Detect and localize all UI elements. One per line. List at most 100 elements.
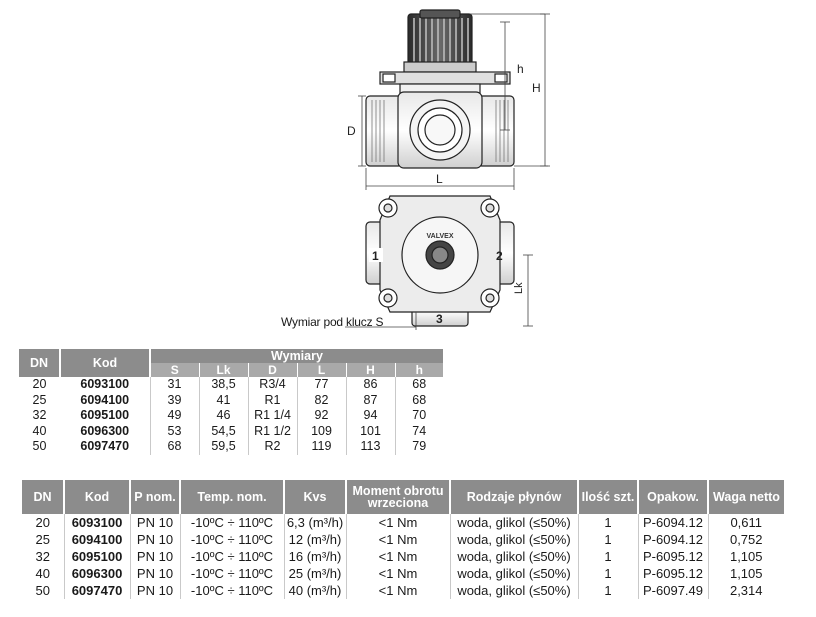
table-row: 50 6097470 68 59,5 R2 119 113 79	[19, 439, 443, 455]
dim-label-Lk: Lk	[513, 282, 525, 294]
cell-kvs: 40 (m³/h)	[283, 582, 346, 599]
cell-H: 101	[345, 423, 395, 439]
cell-fluids: woda, glikol (≤50%)	[449, 565, 578, 582]
dim-label-L: L	[436, 172, 443, 186]
cell-d: R1 1/4	[247, 408, 297, 424]
cell-kod: 6097470	[63, 582, 130, 599]
dim-label-h: h	[517, 62, 524, 76]
port-label-3: 3	[436, 312, 443, 326]
cell-qty: 1	[577, 548, 638, 565]
table-row: 20 6093100 PN 10 -10ºC ÷ 110ºC 6,3 (m³/h…	[22, 514, 784, 531]
cell-pnom: PN 10	[129, 514, 180, 531]
cell-moment: <1 Nm	[345, 565, 450, 582]
cell-l: 77	[296, 377, 346, 393]
cell-weight: 0,752	[707, 531, 784, 548]
table-header-row: DN Kod P nom. Temp. nom. Kvs Moment obro…	[22, 480, 784, 514]
col-pack: Opakow.	[637, 480, 708, 514]
cell-d: R3/4	[247, 377, 297, 393]
valve-technical-drawing: h H D L VALVEX 1 2 3 Lk	[345, 9, 550, 330]
cell-l: 92	[296, 408, 346, 424]
cell-pack: P-6094.12	[637, 514, 708, 531]
cell-kod: 6096300	[80, 423, 130, 438]
cell-h: 68	[394, 377, 443, 393]
col-kod: Kod	[59, 349, 150, 377]
col-moment: Moment obrotu wrzeciona	[345, 480, 450, 514]
cell-pnom: PN 10	[129, 565, 180, 582]
cell-weight: 0,611	[707, 514, 784, 531]
cell-weight: 1,105	[707, 548, 784, 565]
table-header-row: DN Kod Wymiary	[19, 349, 443, 377]
col-H: H	[345, 363, 395, 377]
cell-temp: -10ºC ÷ 110ºC	[179, 548, 284, 565]
cell-qty: 1	[577, 565, 638, 582]
col-weight: Waga netto	[707, 480, 784, 514]
cell-qty: 1	[577, 514, 638, 531]
cell-lk: 46	[198, 408, 248, 424]
cell-dn: 25	[35, 531, 50, 547]
cell-temp: -10ºC ÷ 110ºC	[179, 514, 284, 531]
cell-h: 70	[394, 408, 443, 424]
cell-kod: 6095100	[63, 548, 130, 565]
table-row: 25 6094100 PN 10 -10ºC ÷ 110ºC 12 (m³/h)…	[22, 531, 784, 548]
table-row: 25 6094100 39 41 R1 82 87 68	[19, 392, 443, 408]
cell-pnom: PN 10	[129, 582, 180, 599]
front-dimensions	[358, 13, 550, 190]
cell-lk: 59,5	[198, 439, 248, 455]
cell-d: R1 1/2	[247, 423, 297, 439]
cell-qty: 1	[577, 531, 638, 548]
col-fluids: Rodzaje płynów	[449, 480, 578, 514]
col-kod: Kod	[63, 480, 130, 514]
cell-kod: 6094100	[80, 392, 130, 407]
port-label-1: 1	[372, 249, 379, 263]
table-row: 32 6095100 PN 10 -10ºC ÷ 110ºC 16 (m³/h)…	[22, 548, 784, 565]
cell-kvs: 16 (m³/h)	[283, 548, 346, 565]
cell-H: 87	[345, 392, 395, 408]
cell-moment: <1 Nm	[345, 531, 450, 548]
cell-s: 49	[149, 408, 199, 424]
cell-dn: 20	[32, 377, 47, 392]
col-pnom: P nom.	[129, 480, 180, 514]
col-kvs: Kvs	[283, 480, 346, 514]
cell-lk: 38,5	[198, 377, 248, 393]
col-moment-line2: wrzeciona	[367, 496, 429, 510]
cell-kod: 6095100	[80, 408, 130, 423]
cell-pack: P-6095.12	[637, 565, 708, 582]
cell-dn: 20	[35, 514, 50, 530]
cell-pnom: PN 10	[129, 531, 180, 548]
port-label-2: 2	[496, 249, 503, 263]
cell-lk: 41	[198, 392, 248, 408]
cell-dn: 40	[35, 565, 50, 581]
col-moment-line1: Moment obrotu	[352, 484, 444, 498]
brand-logo: VALVEX	[427, 233, 454, 240]
table-row: 20 6093100 31 38,5 R3/4 77 86 68	[19, 377, 443, 393]
table-row: 50 6097470 PN 10 -10ºC ÷ 110ºC 40 (m³/h)…	[22, 582, 784, 599]
cell-kod: 6093100	[80, 377, 130, 392]
col-s: S	[149, 363, 199, 377]
cell-fluids: woda, glikol (≤50%)	[449, 582, 578, 599]
cell-d: R2	[247, 439, 297, 455]
cell-weight: 1,105	[707, 565, 784, 582]
table-row: 40 6096300 53 54,5 R1 1/2 109 101 74	[19, 423, 443, 439]
col-qty: Ilość szt.	[577, 480, 638, 514]
cell-s: 68	[149, 439, 199, 455]
col-wymiary: Wymiary	[149, 349, 443, 363]
top-view	[365, 195, 515, 327]
cell-H: 94	[345, 408, 395, 424]
cell-dn: 32	[32, 408, 47, 423]
col-lk: Lk	[198, 363, 248, 377]
dimensions-table: DN Kod Wymiary S Lk D L H h 20 6093100 3…	[19, 349, 443, 455]
table-row: 32 6095100 49 46 R1 1/4 92 94 70	[19, 408, 443, 424]
cell-kod: 6094100	[63, 531, 130, 548]
cell-h: 79	[394, 439, 443, 455]
cell-pack: P-6097.49	[637, 582, 708, 599]
cell-fluids: woda, glikol (≤50%)	[449, 531, 578, 548]
cell-temp: -10ºC ÷ 110ºC	[179, 582, 284, 599]
wrench-size-callout: Wymiar pod klucz S	[281, 315, 384, 329]
specifications-table: DN Kod P nom. Temp. nom. Kvs Moment obro…	[22, 480, 784, 599]
dim-label-H: H	[532, 81, 541, 95]
col-l: L	[296, 363, 346, 377]
cell-kvs: 12 (m³/h)	[283, 531, 346, 548]
cell-H: 86	[345, 377, 395, 393]
cell-l: 109	[296, 423, 346, 439]
table-row: 40 6096300 PN 10 -10ºC ÷ 110ºC 25 (m³/h)…	[22, 565, 784, 582]
